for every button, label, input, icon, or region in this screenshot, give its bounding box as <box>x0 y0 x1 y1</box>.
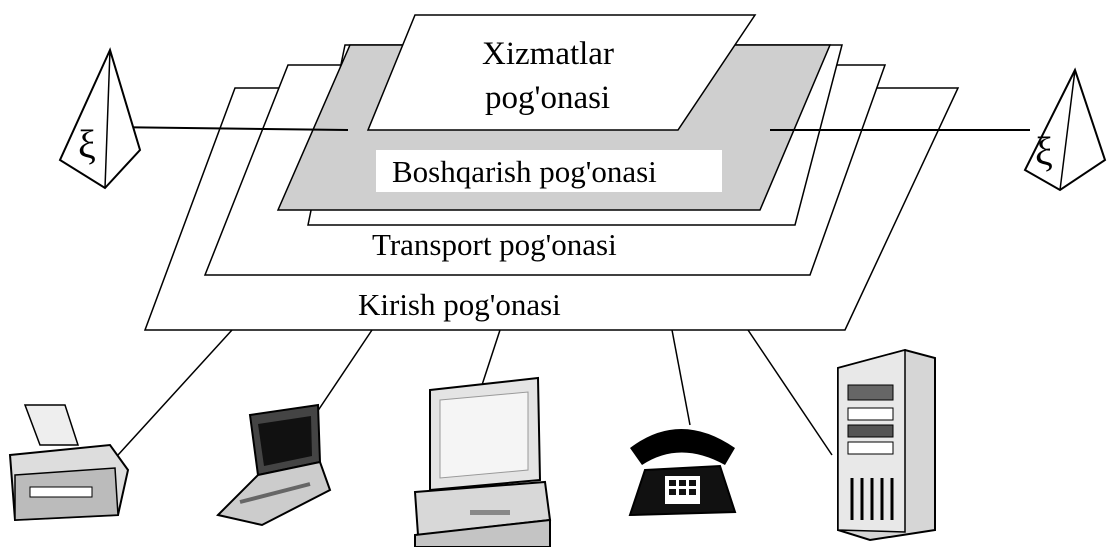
desktop-computer-icon <box>413 376 552 547</box>
desktop-link <box>481 329 501 386</box>
switch-pyramid-icon: ξ <box>1023 67 1107 192</box>
printer-link <box>117 329 233 456</box>
svg-text:ξ: ξ <box>78 122 96 167</box>
services-layer-label-line1: Xizmatlar <box>482 36 614 72</box>
svg-text:ξ: ξ <box>1035 129 1053 174</box>
server-link <box>747 329 833 456</box>
control-layer-label: Boshqarish pog'onasi <box>392 154 657 189</box>
services-layer-label-line2: pog'onasi <box>485 80 611 116</box>
switch-pyramid-icon: ξ <box>58 47 142 190</box>
services-layer-plane <box>366 14 757 131</box>
printer-icon <box>8 404 130 522</box>
left-connection-line <box>109 126 349 131</box>
access-layer-label: Kirish pog'onasi <box>358 287 561 322</box>
control-label-box <box>376 150 722 192</box>
laptop-icon <box>216 403 332 527</box>
telephone-link <box>671 329 691 426</box>
server-tower-icon <box>837 348 936 542</box>
telephone-icon <box>628 429 737 517</box>
transport-layer-label: Transport pog'onasi <box>372 227 617 262</box>
